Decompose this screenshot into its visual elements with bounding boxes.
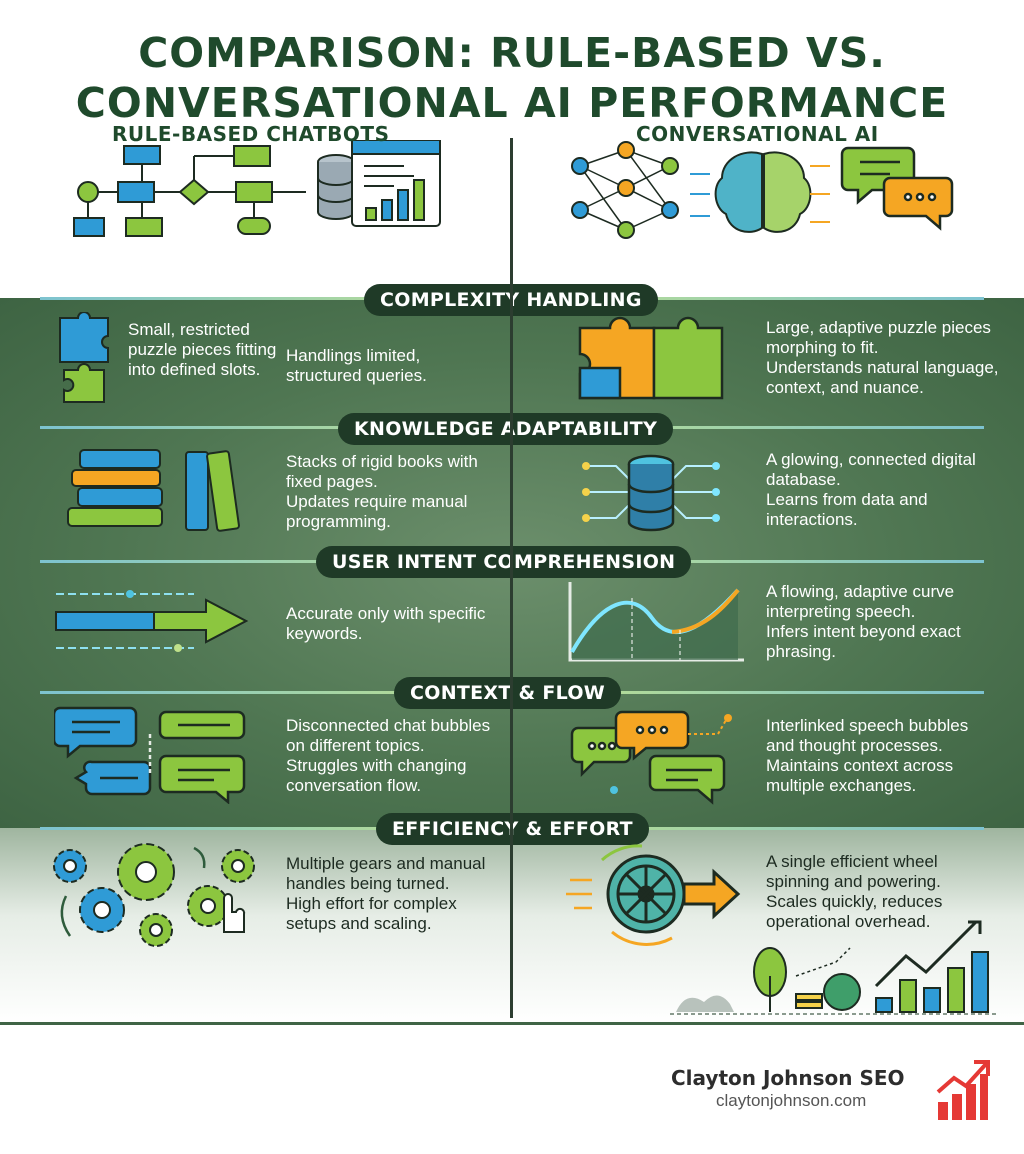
- database-icon: [317, 140, 441, 227]
- title-line-1: COMPARISON: RULE-BASED VS.: [138, 29, 886, 77]
- chat-bubbles-icon: [570, 710, 732, 805]
- title-line-2: CONVERSATIONAL AI PERFORMANCE: [75, 79, 949, 127]
- complexity-left-note: Handlings limited, structured queries.: [286, 346, 427, 385]
- intent-right-desc: A flowing, adaptive curve interpreting s…: [766, 582, 961, 661]
- efficiency-left-desc: Multiple gears and manual handles being …: [286, 854, 486, 933]
- glowing-database-icon: [582, 454, 720, 532]
- neural-network-icon: [571, 141, 679, 239]
- books-icon: [67, 449, 240, 532]
- brand-url[interactable]: claytonjohnson.com: [716, 1091, 867, 1110]
- puzzle-icon: [59, 312, 109, 403]
- chat-bubbles-icon: [840, 146, 954, 231]
- wheel-icon: [566, 844, 741, 946]
- complexity-left-desc: Small, restricted puzzle pieces fitting …: [128, 320, 277, 379]
- flowchart-icon: [73, 145, 306, 237]
- intent-left-note: Accurate only with specific keywords.: [286, 604, 486, 643]
- chat-bubbles-icon: [54, 706, 246, 804]
- growth-chart-icon: [670, 920, 996, 1015]
- page-title: COMPARISON: RULE-BASED VS. CONVERSATIONA…: [0, 28, 1024, 128]
- arrow-icon: [55, 590, 249, 652]
- column-divider: [510, 138, 513, 1018]
- knowledge-left-desc: Stacks of rigid books with fixed pages. …: [286, 452, 478, 531]
- gears-icon: [53, 843, 255, 947]
- brain-icon: [690, 151, 830, 233]
- bar-chart-logo-icon: [936, 1060, 990, 1120]
- curve-chart-icon: [568, 582, 744, 662]
- complexity-right-desc: Large, adaptive puzzle pieces morphing t…: [766, 318, 999, 397]
- puzzle-icon: [578, 316, 724, 400]
- knowledge-right-desc: A glowing, connected digital database. L…: [766, 450, 976, 529]
- section-label-intent: USER INTENT COMPREHENSION: [316, 546, 692, 578]
- conversational-ai-heading: CONVERSATIONAL AI: [636, 122, 879, 146]
- rule-based-heading: RULE-BASED CHATBOTS: [112, 122, 390, 146]
- section-label-knowledge: KNOWLEDGE ADAPTABILITY: [338, 413, 674, 445]
- context-right-desc: Interlinked speech bubbles and thought p…: [766, 716, 969, 795]
- brand-name: Clayton Johnson SEO: [671, 1066, 905, 1090]
- footer-divider: [0, 1022, 1024, 1025]
- section-label-context: CONTEXT & FLOW: [394, 677, 622, 709]
- efficiency-right-desc: A single efficient wheel spinning and po…: [766, 852, 943, 931]
- context-left-desc: Disconnected chat bubbles on different t…: [286, 716, 491, 795]
